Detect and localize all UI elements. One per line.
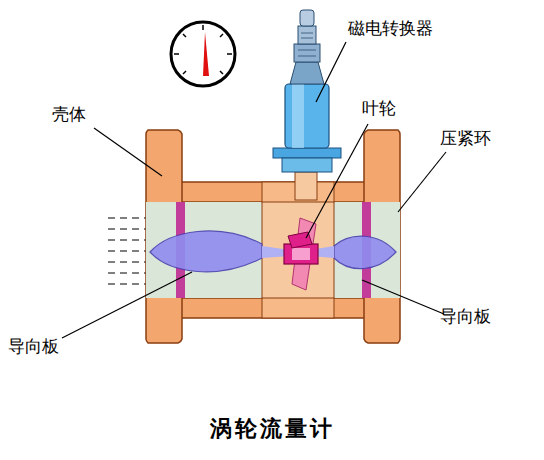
- vane-label: 导向板: [8, 336, 59, 356]
- housing: [146, 130, 400, 343]
- leader-lines: [62, 42, 446, 338]
- vane-label: 导向板: [440, 306, 491, 326]
- guide-vanes: [150, 231, 396, 272]
- ring-label: 压紧环: [440, 128, 491, 148]
- gauge-dial: [171, 22, 235, 86]
- impeller-label: 叶轮: [362, 98, 396, 118]
- converter: [273, 10, 341, 200]
- housing-label: 壳体: [52, 104, 86, 124]
- caption: 涡轮流量计: [210, 414, 335, 444]
- converter-label: 磁电转换器: [348, 18, 433, 38]
- impeller: [284, 218, 318, 290]
